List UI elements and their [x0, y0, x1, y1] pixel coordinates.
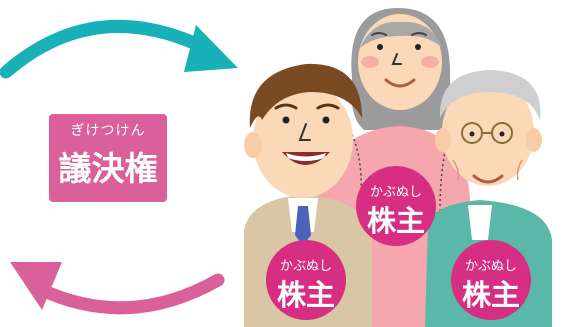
voting-rights-label: 議決権 — [58, 149, 158, 188]
teal-cycle-arrow — [0, 20, 238, 79]
shareholder-badge-ruby: かぶぬし — [464, 259, 517, 274]
voting-rights-box: ぎけつけん 議決権 — [49, 114, 167, 202]
shareholder-badge-label: 株主 — [366, 204, 425, 238]
pink-cycle-arrow — [10, 262, 225, 315]
shareholder-badge-label: 株主 — [276, 278, 335, 312]
shareholder-badge-ruby: かぶぬし — [369, 185, 422, 200]
voting-rights-ruby: ぎけつけん — [70, 123, 146, 139]
shareholder-badge: かぶぬし 株主 — [451, 240, 531, 320]
shareholder-badge-label: 株主 — [461, 278, 520, 312]
shareholder-badge: かぶぬし 株主 — [266, 240, 346, 320]
shareholder-badge-ruby: かぶぬし — [279, 259, 332, 274]
shareholder-badge: かぶぬし 株主 — [356, 166, 436, 246]
